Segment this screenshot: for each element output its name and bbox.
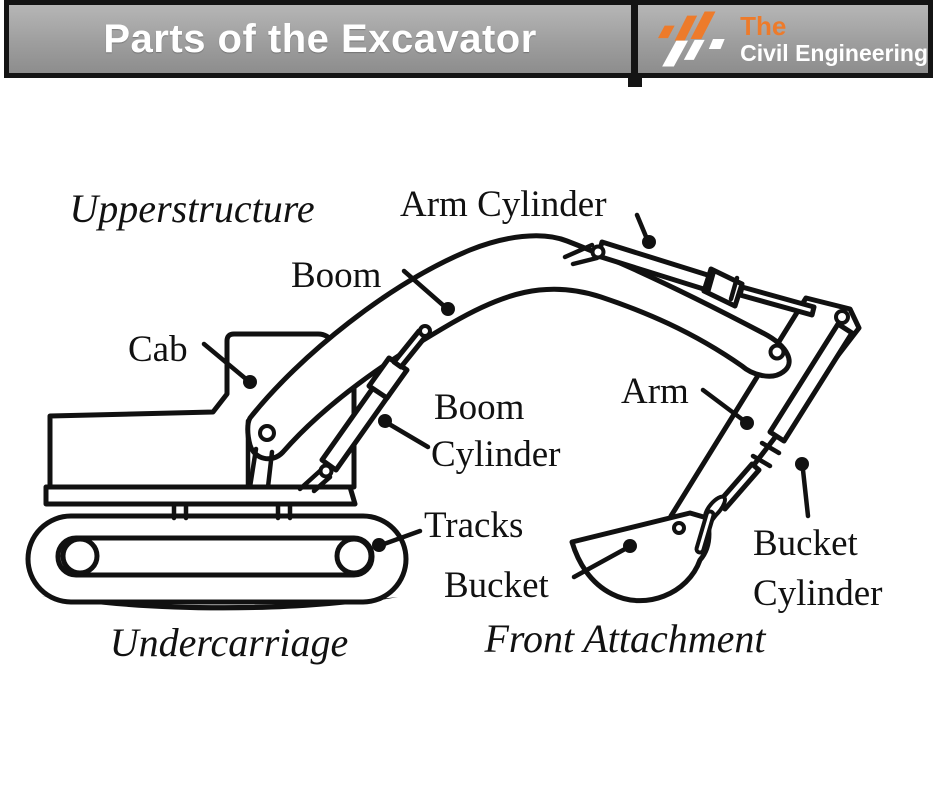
banner-divider xyxy=(631,5,639,73)
ground-shadow xyxy=(42,596,398,611)
label-front-attachment: Front Attachment xyxy=(483,616,766,661)
label-undercarriage: Undercarriage xyxy=(110,620,348,665)
bucket-cylinder-rod xyxy=(715,461,762,512)
page-title: Parts of the Excavator xyxy=(103,16,537,61)
bucket-pivot xyxy=(672,521,686,535)
arm-cylinder-leader-line xyxy=(634,212,650,242)
bucket-leader-dot xyxy=(623,539,637,553)
boom-cylinder-leader-line xyxy=(386,421,431,450)
logo-text: The Civil Engineering xyxy=(740,13,928,65)
logo-line2: Civil Engineering xyxy=(740,40,928,66)
label-arm-cylinder: Arm Cylinder xyxy=(400,184,607,225)
platform-shape xyxy=(43,484,358,507)
arm-top-pivot xyxy=(834,309,850,325)
arm-cylinder-bracket xyxy=(562,242,600,267)
cab-leader-dot xyxy=(243,375,257,389)
arm-cylinder-leader-dot xyxy=(642,235,656,249)
label-cab: Cab xyxy=(128,329,188,370)
boom-base-pivot xyxy=(258,424,276,442)
label-bucket: Bucket xyxy=(444,565,550,606)
boom-cylinder-sleeve xyxy=(366,355,410,401)
bucket-shape xyxy=(569,510,712,604)
track-posts xyxy=(171,501,293,521)
logo-stripes-icon xyxy=(658,11,725,67)
label-tracks: Tracks xyxy=(424,505,523,546)
track-wheel-right xyxy=(334,536,374,576)
banner-divider-tab xyxy=(628,76,642,87)
boom-cylinder-leader-dot xyxy=(378,414,392,428)
brand-logo: The Civil Engineering xyxy=(638,7,928,71)
boom-leader-dot xyxy=(441,302,455,316)
logo-line1: The xyxy=(740,11,787,41)
bucket-cylinder-leader-dot xyxy=(795,457,809,471)
arm-cylinder-base-pin xyxy=(590,244,606,260)
arm-leader-line xyxy=(700,387,746,423)
tracks-leader-line xyxy=(381,528,423,547)
label-bucket-cylinder-line1: Bucket xyxy=(753,523,859,564)
title-box: Parts of the Excavator xyxy=(9,5,632,73)
boom-cylinder-tip-pin xyxy=(418,324,432,338)
boom-cylinder-base-pin xyxy=(318,463,334,479)
track-belt xyxy=(55,535,375,578)
bucket-cylinder-leader-line xyxy=(800,467,811,519)
logo-box: The Civil Engineering xyxy=(638,5,928,73)
boom-mount-brackets xyxy=(247,446,333,494)
label-boom-cylinder-line1: Boom xyxy=(434,387,525,428)
bucket-leader-line xyxy=(571,546,628,580)
tracks-leader-dot xyxy=(372,538,386,552)
boom-shape xyxy=(245,233,792,462)
track-wheel-left xyxy=(60,536,100,576)
arm-cylinder-bands xyxy=(705,268,740,302)
label-upperstructure: Upperstructure xyxy=(69,186,314,231)
arm-cylinder-rod xyxy=(737,284,817,318)
cab-leader-line xyxy=(201,341,249,382)
boom-tip-pivot xyxy=(768,343,786,361)
label-boom-cylinder-line2: Cylinder xyxy=(431,434,560,475)
bucket-cylinder-tube xyxy=(767,321,855,444)
bucket-cylinder-bands xyxy=(750,440,782,469)
label-bucket-cylinder-line2: Cylinder xyxy=(753,573,882,614)
arm-leader-dot xyxy=(740,416,754,430)
label-boom: Boom xyxy=(291,255,382,296)
label-arm: Arm xyxy=(621,371,689,412)
boom-leader-line xyxy=(401,268,447,309)
header-banner: Parts of the Excavator The Civil Enginee… xyxy=(4,0,933,78)
bucket-link-bar-core xyxy=(698,513,712,551)
